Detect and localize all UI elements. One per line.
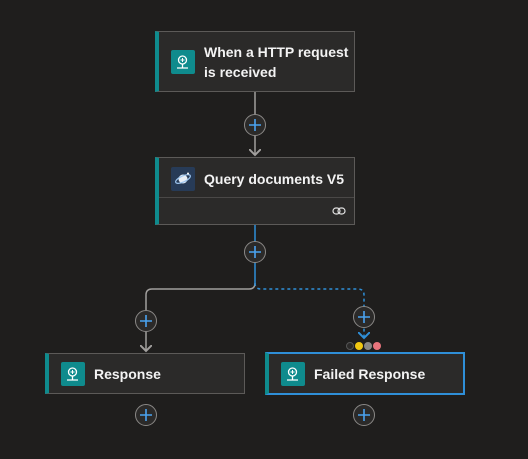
http-response-icon: [61, 361, 85, 386]
response-card[interactable]: Response: [45, 353, 245, 394]
status-dot-failed: [373, 342, 381, 350]
failed-response-title: Failed Response: [314, 365, 426, 382]
failed-response-card[interactable]: Failed Response: [265, 352, 465, 395]
run-after-status-indicators[interactable]: [346, 342, 381, 350]
card-footer: [159, 197, 354, 224]
plus-icon: [140, 315, 152, 327]
cosmos-db-icon: [171, 167, 195, 191]
add-action-button[interactable]: [135, 404, 157, 426]
add-action-button[interactable]: [244, 114, 266, 136]
connector-query-response: [146, 282, 256, 351]
status-dot: [346, 342, 354, 350]
plus-icon: [358, 311, 370, 323]
query-documents-card[interactable]: Query documents V5: [155, 157, 355, 225]
link-icon[interactable]: [332, 204, 346, 222]
trigger-title: When a HTTP request is received: [204, 43, 349, 80]
add-action-button[interactable]: [353, 306, 375, 328]
http-response-icon: [281, 361, 305, 386]
status-dot-timedout: [364, 342, 372, 350]
add-action-button[interactable]: [353, 404, 375, 426]
trigger-http-request-card[interactable]: When a HTTP request is received: [155, 31, 355, 92]
add-action-button[interactable]: [135, 310, 157, 332]
plus-icon: [140, 409, 152, 421]
query-documents-title: Query documents V5: [204, 171, 345, 187]
plus-icon: [249, 246, 261, 258]
http-request-icon: [171, 49, 195, 74]
status-dot-skipped: [355, 342, 363, 350]
connector-query-failed-response: [254, 282, 364, 338]
plus-icon: [358, 409, 370, 421]
add-action-button[interactable]: [244, 241, 266, 263]
plus-icon: [249, 119, 261, 131]
response-title: Response: [94, 365, 161, 382]
